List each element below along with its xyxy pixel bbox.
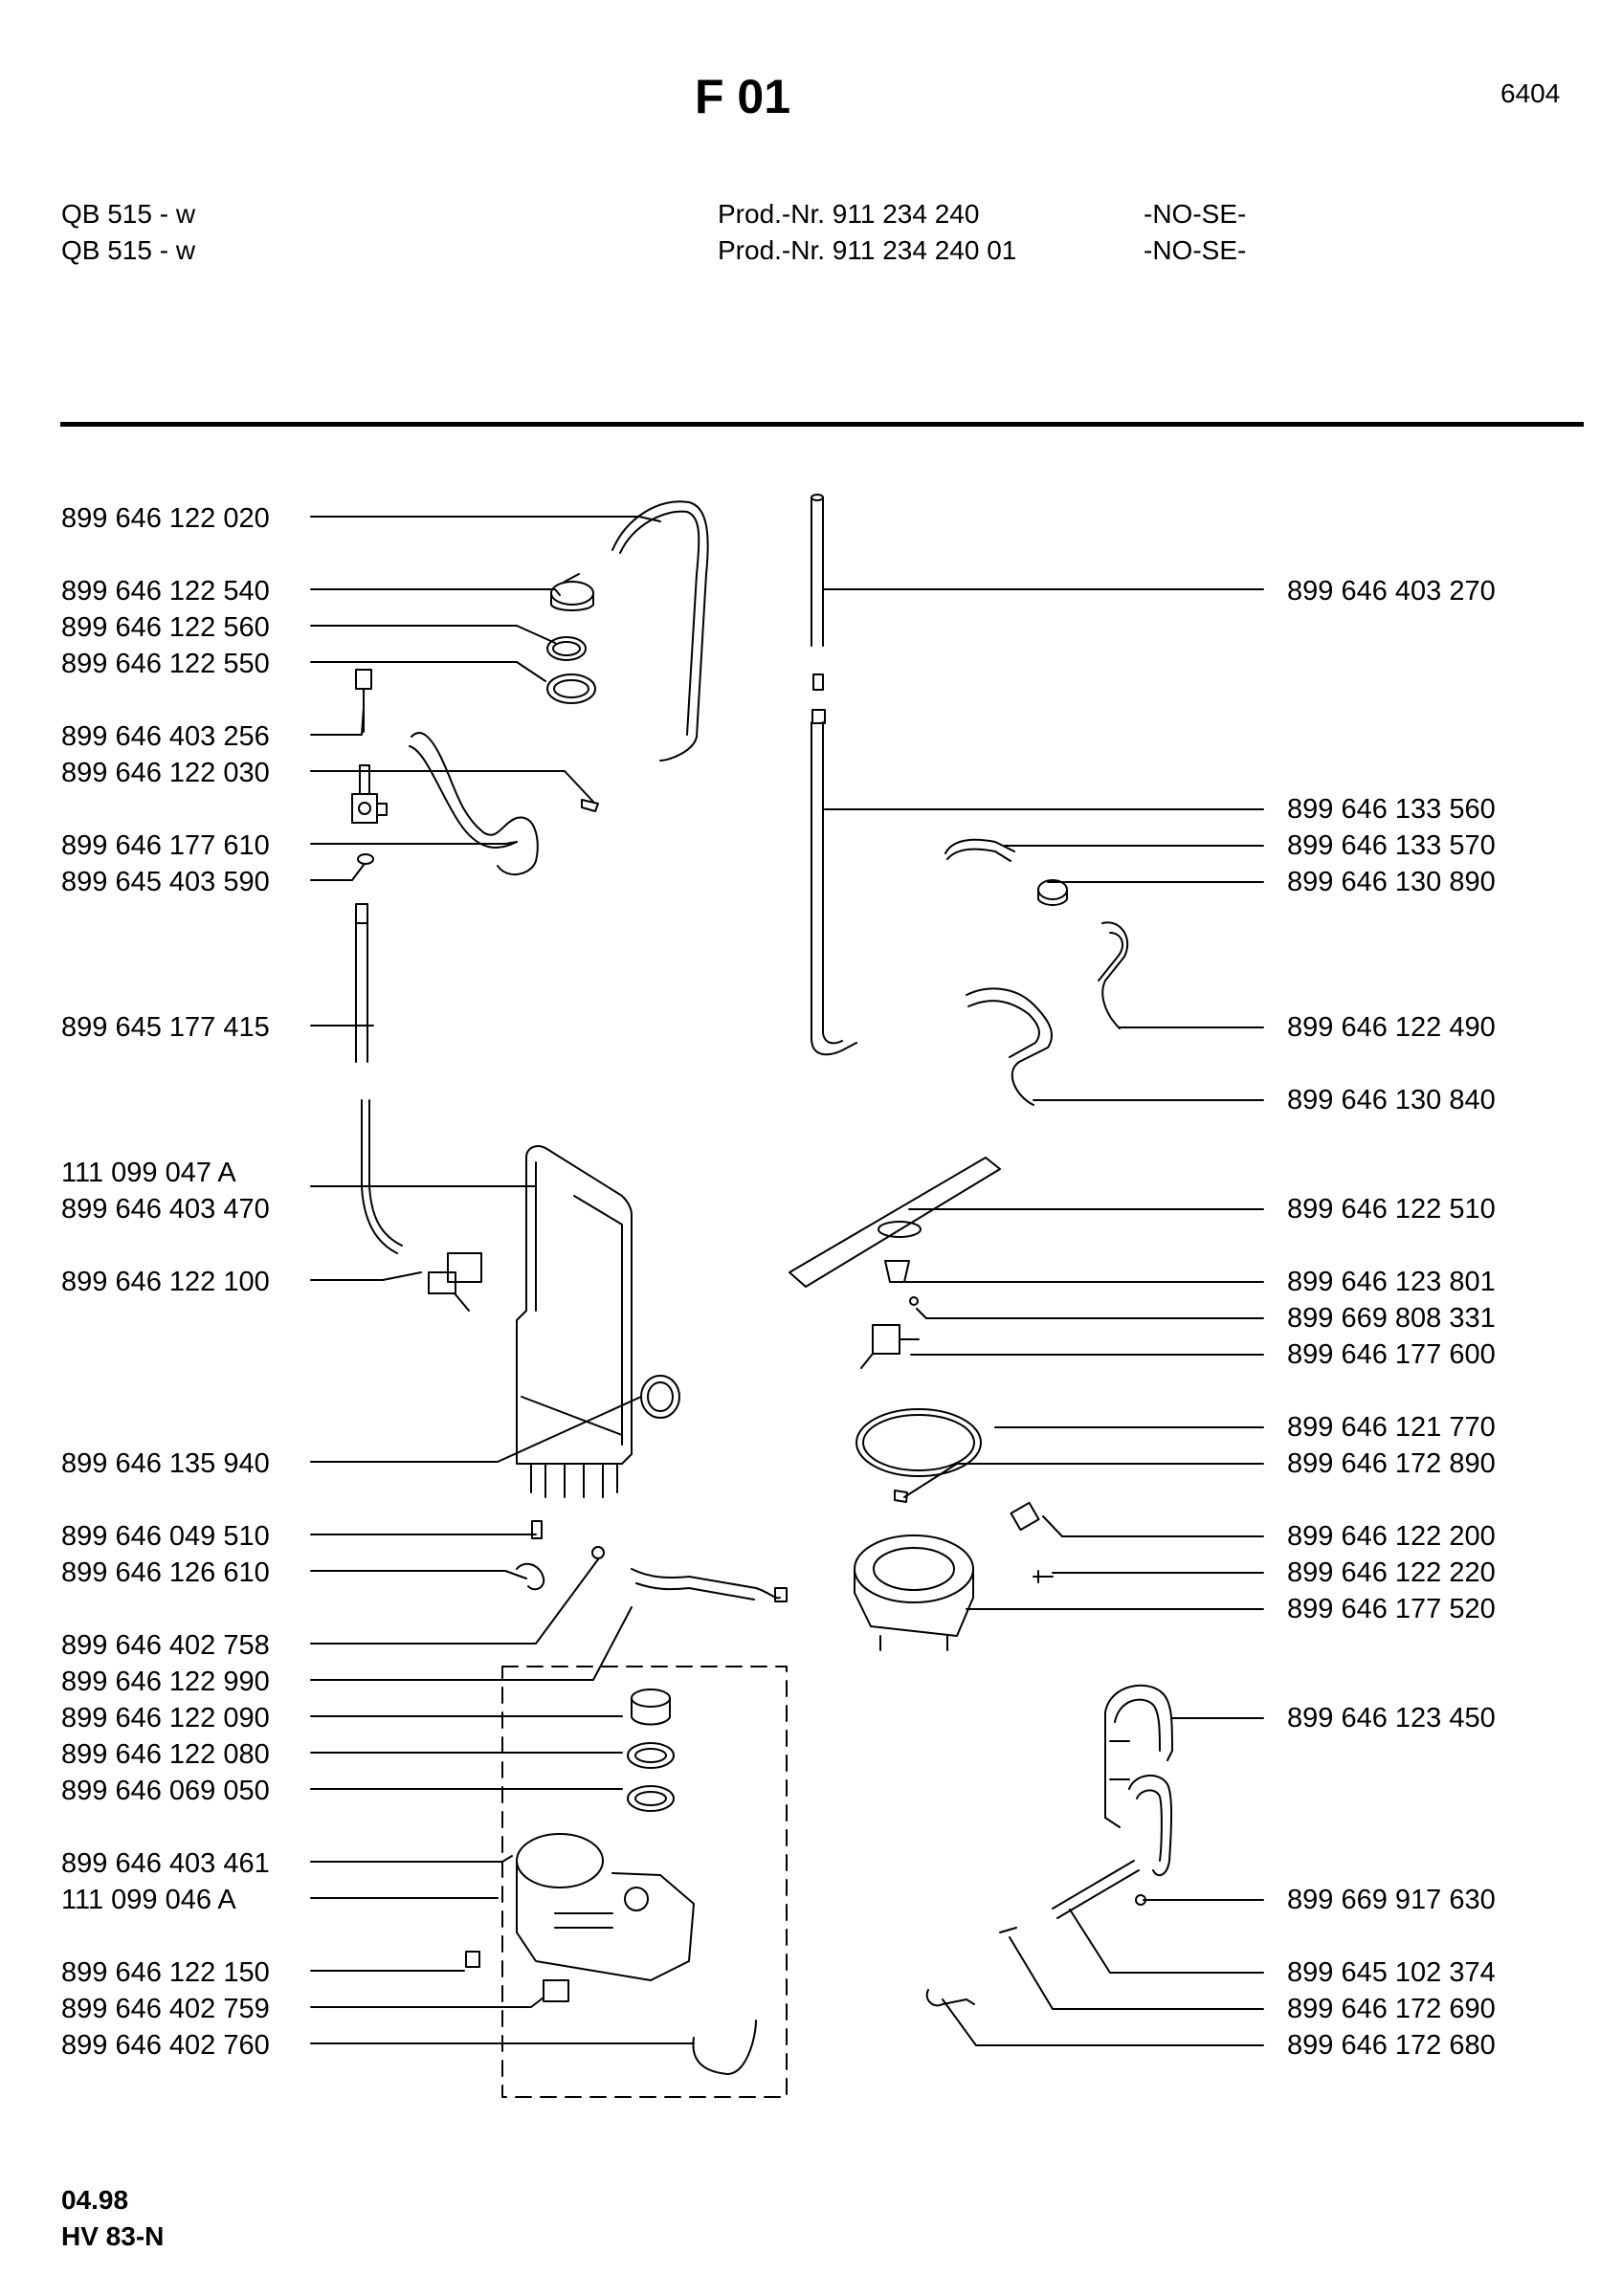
pipe-bend-part xyxy=(410,733,538,874)
part-number-label: 899 646 403 270 xyxy=(1287,576,1496,607)
part-number-label: 899 646 402 760 xyxy=(61,2030,270,2061)
part-number-label: 899 646 123 450 xyxy=(1287,1703,1496,1733)
part-number-label: 899 646 121 770 xyxy=(1287,1412,1496,1443)
s-tube-part xyxy=(967,988,1052,1105)
market-code: -NO-SE- xyxy=(1144,235,1247,265)
part-number-label: 899 646 122 090 xyxy=(61,1703,270,1733)
drain-hose-part xyxy=(632,1569,787,1601)
panel-part xyxy=(517,1146,632,1497)
part-number-label: 899 646 126 610 xyxy=(61,1557,270,1588)
part-number-label: 899 646 177 610 xyxy=(61,830,270,861)
part-number-label: 899 645 177 415 xyxy=(61,1012,270,1043)
part-number-label: 899 646 069 050 xyxy=(61,1776,270,1806)
vertical-pipe-part xyxy=(811,495,856,1054)
part-number-label: 899 646 130 890 xyxy=(1287,867,1496,897)
part-number-label: 899 646 172 680 xyxy=(1287,2030,1496,2061)
salt-cap-part xyxy=(632,1689,670,1725)
cap-plug-part xyxy=(532,1521,542,1538)
curved-tube-part xyxy=(1099,922,1127,1028)
salt-container-group xyxy=(502,1667,787,2097)
part-number-label: 899 646 177 520 xyxy=(1287,1594,1496,1624)
part-number-label: 899 646 123 801 xyxy=(1287,1267,1496,1297)
part-number-label: 899 646 122 020 xyxy=(61,503,270,534)
part-number-label: 899 646 133 570 xyxy=(1287,830,1496,861)
leader-lines-right xyxy=(823,589,1263,2045)
part-number-label: 899 646 135 940 xyxy=(61,1448,270,1479)
salt-container-part xyxy=(517,1834,694,1980)
part-number-label: 899 646 122 150 xyxy=(61,1957,270,1988)
part-number-label: 899 646 403 470 xyxy=(61,1194,270,1225)
part-number-label: 899 645 403 590 xyxy=(61,867,270,897)
spray-arm-part xyxy=(789,1158,1000,1287)
part-number-label: 899 646 122 560 xyxy=(61,612,270,643)
part-number-label: 899 646 122 510 xyxy=(1287,1194,1496,1225)
bolt-part xyxy=(1033,1571,1053,1582)
sump-gasket-part xyxy=(856,1409,981,1476)
hook-part xyxy=(1053,1776,1171,1918)
part-number-label: 899 669 917 630 xyxy=(1287,1885,1496,1915)
small-hose-part xyxy=(945,840,1014,861)
part-number-label: 899 646 403 461 xyxy=(61,1848,270,1879)
leader-lines-left xyxy=(311,517,694,2043)
page-title: F 01 xyxy=(695,70,791,123)
part-number-label: 899 669 808 331 xyxy=(1287,1303,1496,1334)
part-number-label: 899 646 122 540 xyxy=(61,576,270,607)
part-number-label: 899 645 102 374 xyxy=(1287,1957,1496,1988)
page-code: 6404 xyxy=(1500,78,1561,108)
product-number: Prod.-Nr. 911 234 240 01 xyxy=(718,235,1017,265)
part-number-label: 111 099 046 A xyxy=(61,1885,236,1915)
inlet-valve-part xyxy=(429,1253,481,1311)
part-number-label: 899 646 122 080 xyxy=(61,1739,270,1770)
part-number-label: 899 646 177 600 xyxy=(1287,1339,1496,1370)
hose-arc-part xyxy=(612,501,708,761)
seal-ring-part xyxy=(641,1376,679,1418)
part-number-label: 899 646 122 490 xyxy=(1287,1012,1496,1043)
bracket-part xyxy=(1105,1686,1172,1827)
tube-part xyxy=(356,904,402,1253)
salt-rings-part xyxy=(628,1743,674,1811)
part-number-label: 111 099 047 A xyxy=(61,1158,236,1188)
part-number-label: 899 646 130 840 xyxy=(1287,1085,1496,1115)
diverter-part xyxy=(861,1325,919,1368)
footer-date: 04.98 xyxy=(61,2185,129,2215)
market-code: -NO-SE- xyxy=(1144,199,1247,229)
part-number-label: 899 646 172 890 xyxy=(1287,1448,1496,1479)
part-number-label: 899 646 402 759 xyxy=(61,1994,270,2024)
ring-parts xyxy=(547,637,595,703)
screw-part xyxy=(895,1490,907,1502)
product-number: Prod.-Nr. 911 234 240 xyxy=(718,199,980,229)
valve-cap-part xyxy=(551,574,593,610)
small-plug-part xyxy=(466,1952,568,2001)
model-name: QB 515 - w xyxy=(61,199,196,229)
part-number-label: 899 646 133 560 xyxy=(1287,794,1496,825)
part-number-label: 899 646 122 220 xyxy=(1287,1557,1496,1588)
wire-hook-part xyxy=(693,2020,756,2074)
small-screw-part xyxy=(927,1895,1145,2005)
footer-code: HV 83-N xyxy=(61,2221,165,2251)
small-clip-part xyxy=(358,800,598,864)
part-number-label: 899 646 049 510 xyxy=(61,1521,270,1552)
part-number-label: 899 646 402 758 xyxy=(61,1630,270,1661)
part-number-label: 899 646 122 550 xyxy=(61,649,270,679)
sump-part xyxy=(855,1535,973,1650)
sump-fitting-part xyxy=(1011,1503,1038,1530)
part-number-label: 899 646 122 990 xyxy=(61,1667,270,1697)
part-number-label: 899 646 172 690 xyxy=(1287,1994,1496,2024)
model-name: QB 515 - w xyxy=(61,235,196,265)
header-divider xyxy=(60,422,1584,427)
nozzle-part xyxy=(885,1261,918,1305)
part-number-label: 899 646 403 256 xyxy=(61,721,270,752)
valve-body-part xyxy=(1038,880,1067,905)
part-number-label: 899 646 122 100 xyxy=(61,1267,270,1297)
clamp-part xyxy=(517,1547,604,1589)
connector-stack-part xyxy=(352,670,387,823)
part-number-label: 899 646 122 200 xyxy=(1287,1521,1496,1552)
part-number-label: 899 646 122 030 xyxy=(61,758,270,788)
